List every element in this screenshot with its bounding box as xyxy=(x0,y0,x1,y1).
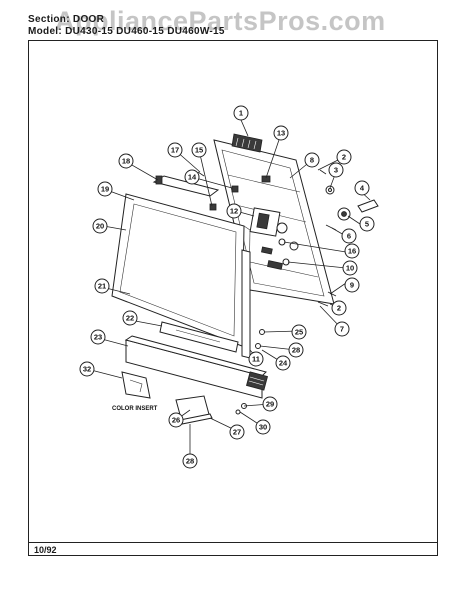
svg-text:5: 5 xyxy=(365,220,369,229)
diagram-header: Section: DOOR Model: DU430-15 DU460-15 D… xyxy=(28,14,225,38)
svg-text:14: 14 xyxy=(188,173,197,182)
callout-26: 26 xyxy=(168,412,184,428)
svg-text:21: 21 xyxy=(98,282,106,291)
svg-text:11: 11 xyxy=(252,355,260,364)
control-panel xyxy=(124,321,268,399)
section-title: Section: DOOR xyxy=(28,14,105,25)
color-insert-label: COLOR INSERT xyxy=(112,406,158,412)
callout-12: 12 xyxy=(226,203,242,219)
svg-text:23: 23 xyxy=(94,333,102,342)
callout-29: 29 xyxy=(262,396,278,412)
svg-text:18: 18 xyxy=(122,157,130,166)
svg-text:2: 2 xyxy=(337,304,341,313)
svg-text:28: 28 xyxy=(292,346,300,355)
callout-16: 16 xyxy=(344,243,360,259)
svg-text:10: 10 xyxy=(346,264,354,273)
svg-text:12: 12 xyxy=(230,207,238,216)
svg-text:20: 20 xyxy=(96,222,104,231)
callout-32: 32 xyxy=(79,361,95,377)
callout-2: 2 xyxy=(336,149,352,165)
color-insert xyxy=(121,371,151,399)
svg-text:17: 17 xyxy=(171,146,179,155)
callout-18: 18 xyxy=(118,153,134,169)
callout-7: 7 xyxy=(334,321,350,337)
callout-3: 3 xyxy=(328,162,344,178)
svg-text:19: 19 xyxy=(101,185,109,194)
svg-text:30: 30 xyxy=(259,423,267,432)
callout-27: 27 xyxy=(229,424,245,440)
door-vent xyxy=(231,133,263,153)
callout-17: 17 xyxy=(167,142,183,158)
svg-text:7: 7 xyxy=(340,325,344,334)
svg-text:27: 27 xyxy=(233,428,241,437)
callout-22: 22 xyxy=(122,310,138,326)
svg-text:3: 3 xyxy=(334,166,338,175)
callout-14: 14 xyxy=(184,169,200,185)
svg-text:25: 25 xyxy=(295,328,303,337)
side-trim xyxy=(241,249,251,359)
callout-11: 11 xyxy=(248,351,264,367)
svg-text:26: 26 xyxy=(172,416,180,425)
svg-text:28: 28 xyxy=(186,457,194,466)
callout-24: 24 xyxy=(275,355,291,371)
callout-2-lower: 2 xyxy=(331,300,347,316)
revision-date: 10/92 xyxy=(34,545,57,555)
svg-text:4: 4 xyxy=(360,184,365,193)
callout-28-upper: 28 xyxy=(288,342,304,358)
callout-10: 10 xyxy=(342,260,358,276)
svg-text:2: 2 xyxy=(342,153,346,162)
callout-20: 20 xyxy=(92,218,108,234)
diagram-frame xyxy=(28,40,438,556)
footer-divider xyxy=(28,542,438,543)
callout-25: 25 xyxy=(291,324,307,340)
svg-text:22: 22 xyxy=(126,314,134,323)
svg-text:29: 29 xyxy=(266,400,274,409)
callout-9: 9 xyxy=(344,277,360,293)
svg-text:24: 24 xyxy=(279,359,288,368)
callout-8: 8 xyxy=(304,152,320,168)
callout-6: 6 xyxy=(341,228,357,244)
callout-13: 13 xyxy=(273,125,289,141)
callout-23: 23 xyxy=(90,329,106,345)
callout-5: 5 xyxy=(359,216,375,232)
svg-text:16: 16 xyxy=(348,247,356,256)
svg-text:13: 13 xyxy=(277,129,285,138)
callout-30: 30 xyxy=(255,419,271,435)
callout-15: 15 xyxy=(191,142,207,158)
model-list: Model: DU430-15 DU460-15 DU460W-15 xyxy=(28,26,225,37)
svg-text:8: 8 xyxy=(310,156,314,165)
svg-text:1: 1 xyxy=(239,109,243,118)
watermark: AppliancePartsPros.com xyxy=(55,6,386,36)
svg-text:9: 9 xyxy=(350,281,354,290)
svg-text:6: 6 xyxy=(347,232,351,241)
svg-text:15: 15 xyxy=(195,146,203,155)
callout-19: 19 xyxy=(97,181,113,197)
callout-4: 4 xyxy=(354,180,370,196)
callout-21: 21 xyxy=(94,278,110,294)
svg-text:32: 32 xyxy=(83,365,91,374)
detergent-dispenser xyxy=(249,207,299,251)
callout-28-lower: 28 xyxy=(182,453,198,469)
callout-1: 1 xyxy=(233,105,249,121)
